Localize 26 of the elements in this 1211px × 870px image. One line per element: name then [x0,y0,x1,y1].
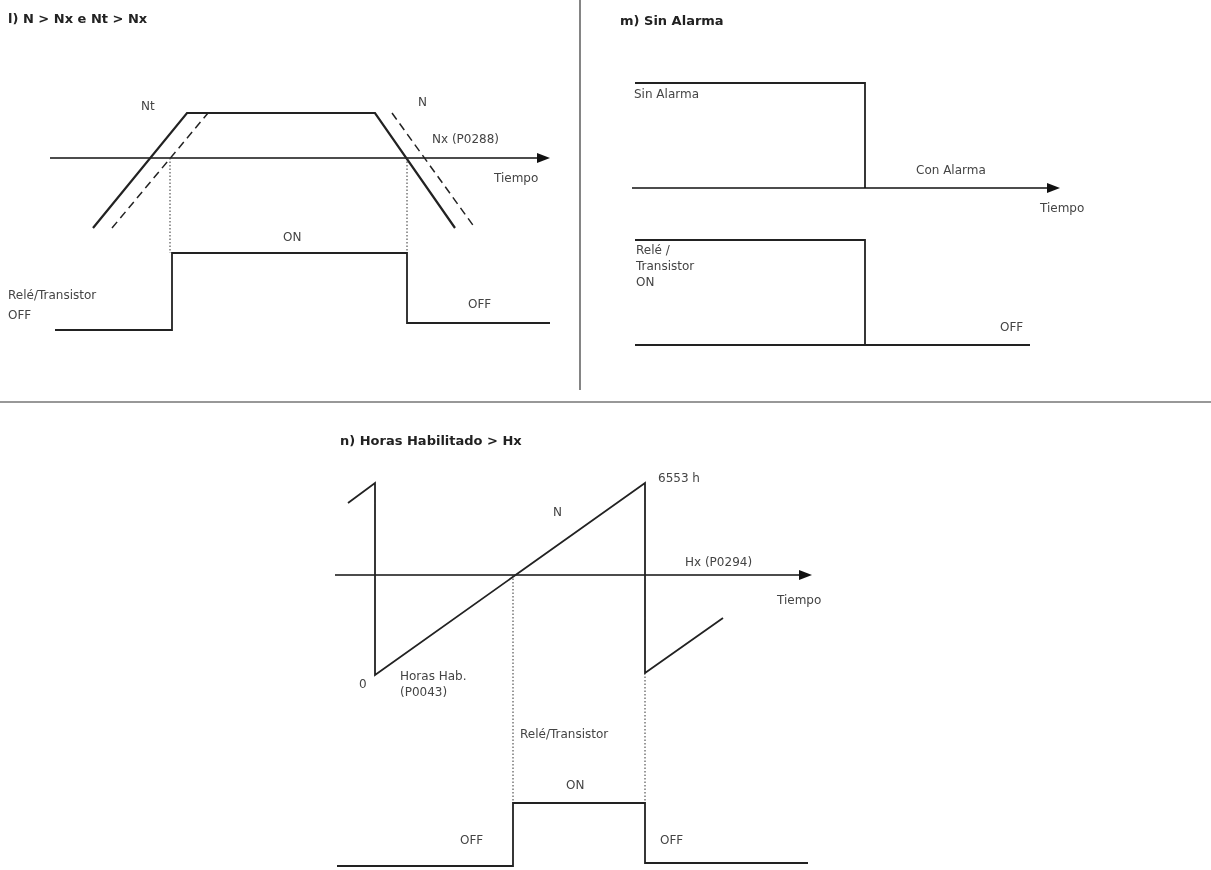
signal-label: Relé / Transistor ON [636,242,696,291]
state-label: OFF [1000,319,1024,336]
state-label: OFF [468,296,492,313]
state-label: ON [566,777,585,794]
value-label: 0 [359,676,367,693]
state-label: OFF [660,832,684,849]
value-label: 6553 h [658,470,700,487]
axis-label: Tiempo [494,170,539,187]
signal-label: Horas Hab. (P0043) [400,668,468,701]
signal-label: Relé/Transistor [8,287,97,304]
signal-label: Relé/Transistor [520,726,609,743]
signal-label: Sin Alarma [634,86,700,103]
heading: n) Horas Habilitado > Hx [340,432,522,450]
heading: m) Sin Alarma [620,12,724,30]
panel-label: Nt [141,98,155,115]
panel-label: Nx (P0288) [432,131,500,148]
signal-label: Con Alarma [916,162,986,179]
panel-label: N [553,504,562,521]
axis-label: Tiempo [777,592,822,609]
state-label: OFF [8,307,32,324]
panel-label: Hx (P0294) [685,554,753,571]
panel-label: N [418,94,427,111]
state-label: OFF [460,832,484,849]
heading: l) N > Nx e Nt > Nx [8,10,148,28]
axis-label: Tiempo [1040,200,1085,217]
state-label: ON [283,229,302,246]
